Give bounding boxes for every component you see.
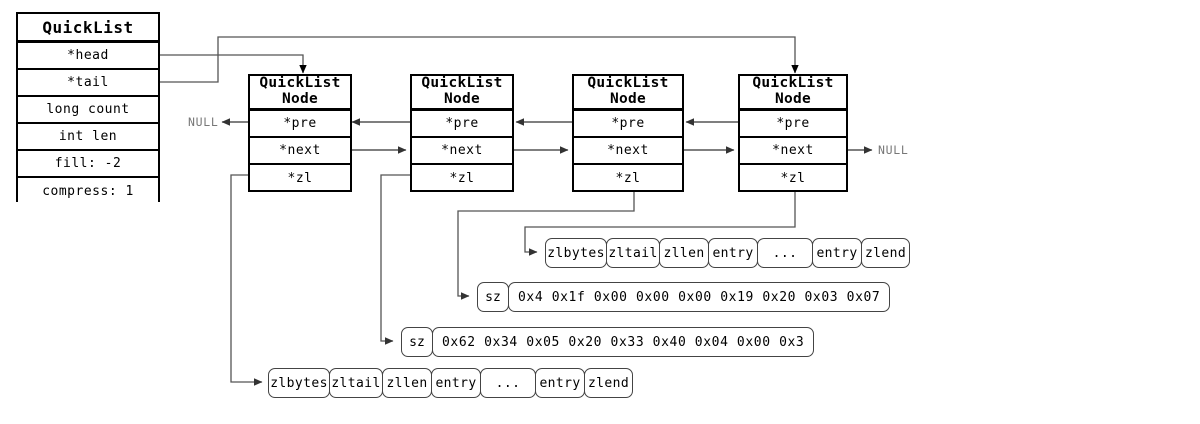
ziplist-upper-cell-zltail: zltail	[606, 238, 660, 268]
ziplist-upper-cell-ellipsis: ...	[757, 238, 813, 268]
ziplist-lower-cell-zlbytes: zlbytes	[268, 368, 330, 398]
quicklist-struct-table: QuickList *head *tail long count int len…	[16, 12, 160, 204]
node-3-title-line2: Node	[609, 91, 647, 107]
node-3-title-line1: QuickList	[587, 75, 669, 92]
byte-row-lower-bytes: 0x62 0x34 0x05 0x20 0x33 0x40 0x04 0x00 …	[432, 327, 815, 357]
byte-row-lower: sz 0x62 0x34 0x05 0x20 0x33 0x40 0x04 0x…	[401, 327, 815, 357]
null-label-left: NULL	[188, 115, 219, 129]
quicklist-field-fill: fill: -2	[18, 151, 158, 178]
node-2-field-pre: *pre	[412, 111, 512, 138]
ziplist-lower-cell-zlend: zlend	[584, 368, 633, 398]
ziplist-upper-cell-zllen: zllen	[659, 238, 709, 268]
node-1-title-line1: QuickList	[259, 75, 341, 92]
ziplist-lower-cell-zllen: zllen	[382, 368, 432, 398]
null-label-right: NULL	[878, 143, 909, 157]
ziplist-upper-cell-entry-last: entry	[812, 238, 862, 268]
quicklist-struct-title: QuickList	[18, 14, 158, 43]
node-4-field-pre: *pre	[740, 111, 846, 138]
node-1-title: QuickList Node	[250, 76, 350, 111]
node-4-field-next: *next	[740, 138, 846, 165]
node-3-title: QuickList Node	[574, 76, 682, 111]
node-2-title-line2: Node	[443, 91, 481, 107]
node-2-field-next: *next	[412, 138, 512, 165]
quicklist-field-compress: compress: 1	[18, 178, 158, 204]
node-4-title: QuickList Node	[740, 76, 846, 111]
node-1-field-zl: *zl	[287, 170, 313, 186]
ziplist-lower-cell-zltail: zltail	[329, 368, 383, 398]
quicklist-node-1: QuickList Node *pre *next *zl	[248, 74, 352, 192]
ziplist-upper-cell-zlbytes: zlbytes	[545, 238, 607, 268]
byte-row-lower-sz: sz	[401, 327, 433, 357]
node-1-field-pre: *pre	[250, 111, 350, 138]
node-2-title: QuickList Node	[412, 76, 512, 111]
byte-row-upper-sz: sz	[477, 282, 509, 312]
quicklist-node-3: QuickList Node *pre *next *zl	[572, 74, 684, 192]
byte-row-upper: sz 0x4 0x1f 0x00 0x00 0x00 0x19 0x20 0x0…	[477, 282, 891, 312]
node-4-field-zl: *zl	[780, 170, 806, 186]
quicklist-field-tail: *tail	[18, 70, 158, 97]
quicklist-node-2: QuickList Node *pre *next *zl	[410, 74, 514, 192]
byte-row-upper-bytes: 0x4 0x1f 0x00 0x00 0x00 0x19 0x20 0x03 0…	[508, 282, 891, 312]
node-4-title-line1: QuickList	[752, 75, 834, 92]
quicklist-field-head: *head	[18, 43, 158, 70]
node-4-title-line2: Node	[774, 91, 812, 107]
node-1-title-line2: Node	[281, 91, 319, 107]
node-2-title-line1: QuickList	[421, 75, 503, 92]
quicklist-field-count: long count	[18, 97, 158, 124]
quicklist-field-len: int len	[18, 124, 158, 151]
ziplist-upper-cell-entry-first: entry	[708, 238, 758, 268]
ziplist-upper-cell-zlend: zlend	[861, 238, 910, 268]
ziplist-lower-cell-ellipsis: ...	[480, 368, 536, 398]
node-3-field-pre: *pre	[574, 111, 682, 138]
node-3-field-zl: *zl	[615, 170, 641, 186]
quicklist-node-4: QuickList Node *pre *next *zl	[738, 74, 848, 192]
node-1-field-next: *next	[250, 138, 350, 165]
ziplist-upper: zlbytes zltail zllen entry ... entry zle…	[545, 238, 910, 268]
node-3-field-next: *next	[574, 138, 682, 165]
ziplist-lower-cell-entry-first: entry	[431, 368, 481, 398]
node-2-field-zl: *zl	[449, 170, 475, 186]
ziplist-lower: zlbytes zltail zllen entry ... entry zle…	[268, 368, 633, 398]
ziplist-lower-cell-entry-last: entry	[535, 368, 585, 398]
